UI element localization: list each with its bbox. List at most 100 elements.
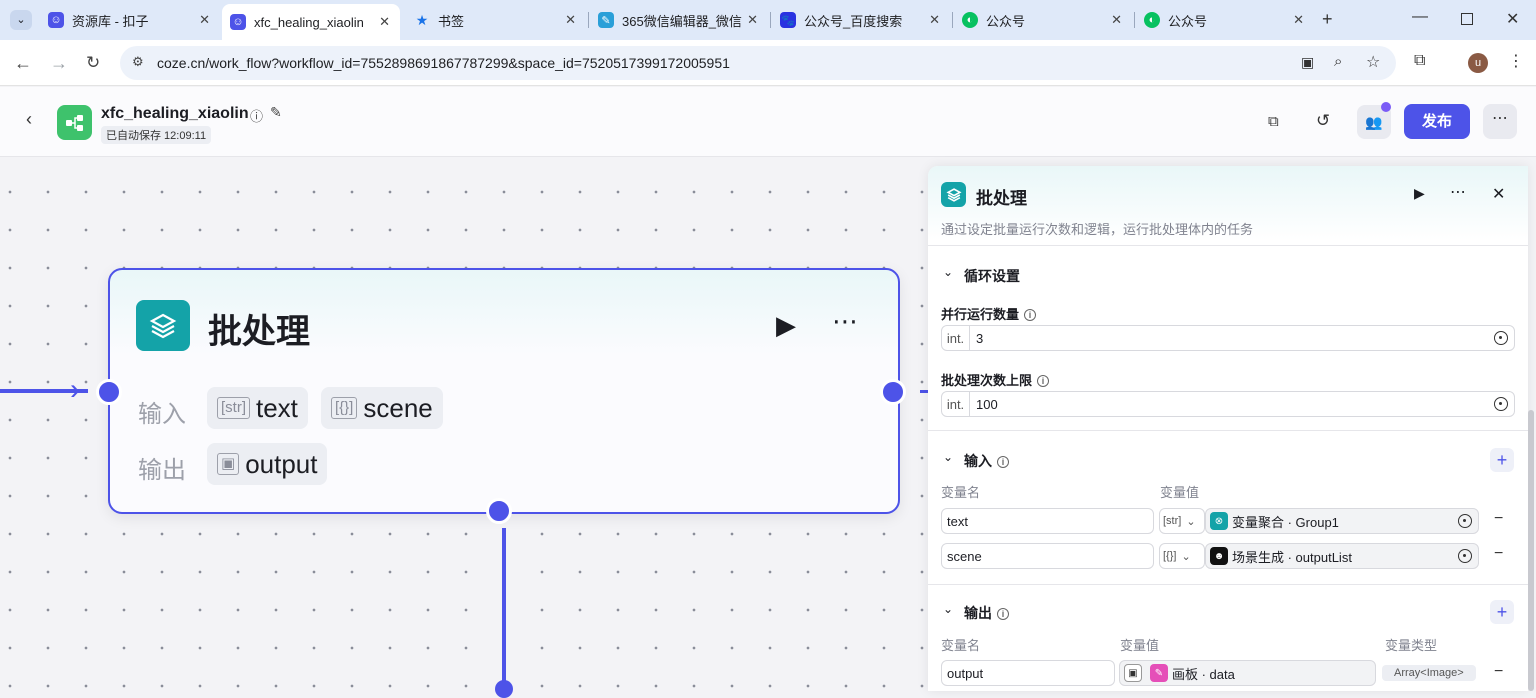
back-arrow-icon[interactable]: ← <box>14 53 32 73</box>
close-tab-icon[interactable]: ✕ <box>199 12 210 27</box>
extensions-puzzle-icon[interactable]: ⧉ <box>1414 52 1426 69</box>
node-more-icon[interactable]: ⋯ <box>832 306 860 336</box>
panel-scrollbar[interactable] <box>1528 410 1534 691</box>
input-name: text <box>256 392 298 423</box>
close-tab-icon[interactable]: ✕ <box>1111 12 1122 27</box>
tab-baidu-search[interactable]: 🐾 公众号_百度搜索 ✕ <box>772 6 950 34</box>
profile-avatar[interactable]: u <box>1468 53 1488 73</box>
info-icon[interactable]: i <box>997 608 1009 620</box>
tab-resource-library[interactable]: ☺ 资源库 - 扣子 ✕ <box>40 6 220 34</box>
input-name-value[interactable]: text <box>947 513 968 529</box>
output-source-value: 画板 · data <box>1172 666 1235 682</box>
close-tab-icon[interactable]: ✕ <box>747 12 758 27</box>
run-play-icon[interactable]: ▶ <box>1414 185 1425 201</box>
node-output-port[interactable] <box>880 379 906 405</box>
divider <box>928 245 1528 246</box>
tab-title: xfc_healing_xiaolin <box>254 14 364 30</box>
forward-arrow-icon[interactable]: → <box>50 53 68 73</box>
baidu-paw-icon: 🐾 <box>780 12 796 28</box>
variable-ref-icon[interactable] <box>1494 397 1508 411</box>
add-input-button[interactable]: + <box>1490 448 1514 472</box>
output-type-badge: Array<Image> <box>1382 665 1476 681</box>
batch-limit-value[interactable]: 100 <box>976 396 998 412</box>
site-info-tune-icon[interactable]: ⚙ <box>132 54 144 69</box>
maximize-window-icon[interactable] <box>1461 13 1473 25</box>
input-name-field-scene[interactable]: scene <box>941 543 1154 569</box>
info-icon[interactable]: i <box>1037 375 1050 387</box>
edit-pencil-icon[interactable]: ✎ <box>270 104 282 120</box>
copy-icon[interactable]: ⧉ <box>1268 113 1279 130</box>
tab-365-editor[interactable]: ✎ 365微信编辑器_微信 ✕ <box>590 6 768 34</box>
input-name-field-text[interactable]: text <box>941 508 1154 534</box>
scene-gen-icon: ☻ <box>1210 547 1228 565</box>
input-section-text: 输入 <box>964 453 992 469</box>
output-name-field[interactable]: output <box>941 660 1115 686</box>
info-icon[interactable]: i <box>997 456 1009 468</box>
variable-ref-icon[interactable] <box>1458 514 1472 528</box>
new-tab-plus-icon[interactable]: + <box>1322 9 1333 29</box>
layers-icon <box>941 182 966 207</box>
more-options-button[interactable]: ⋯ <box>1483 104 1517 139</box>
minimize-window-icon[interactable]: — <box>1412 8 1428 25</box>
tab-list-dropdown-icon[interactable]: ⌄ <box>10 10 32 30</box>
info-icon[interactable]: i <box>1024 309 1037 321</box>
url-text[interactable]: coze.cn/work_flow?workflow_id=7552898691… <box>157 55 730 71</box>
browser-menu-icon[interactable]: ⋮ <box>1508 53 1524 70</box>
input-source-chip-scene[interactable]: ☻ 场景生成 · outputList <box>1205 543 1479 569</box>
history-icon[interactable]: ↺ <box>1316 111 1331 130</box>
star-icon: ★ <box>415 11 429 28</box>
close-tab-icon[interactable]: ✕ <box>379 14 390 29</box>
parallel-count-input[interactable]: int. 3 <box>941 325 1515 351</box>
back-chevron-icon[interactable]: ‹ <box>26 109 32 129</box>
batch-limit-input[interactable]: int. 100 <box>941 391 1515 417</box>
collapse-chevron-icon[interactable]: ⌄ <box>943 602 954 616</box>
node-output-label: 输出 <box>138 457 186 484</box>
coze-favicon-icon: ☺ <box>48 12 64 28</box>
close-tab-icon[interactable]: ✕ <box>1293 12 1304 27</box>
close-tab-icon[interactable]: ✕ <box>929 12 940 27</box>
variable-ref-icon[interactable] <box>1494 331 1508 345</box>
output-source-chip[interactable]: ▣ ✎ 画板 · data <box>1119 660 1376 686</box>
tab-wechat-mp-1[interactable]: ◐ 公众号 ✕ <box>954 6 1132 34</box>
node-body-port[interactable] <box>486 498 512 524</box>
tab-wechat-mp-2[interactable]: ◐ 公众号 ✕ <box>1136 6 1314 34</box>
batch-node[interactable]: 批处理 ▶ ⋯ 输入 [str]text [{}]scene 输出 ▣outpu… <box>108 268 900 514</box>
remove-output-icon[interactable]: − <box>1494 663 1504 680</box>
add-output-button[interactable]: + <box>1490 600 1514 624</box>
input-source-chip-text[interactable]: ⊗ 变量聚合 · Group1 <box>1205 508 1479 534</box>
zoom-icon[interactable]: ⌕ <box>1334 53 1343 70</box>
tab-bookmarks[interactable]: ★ 书签 ✕ <box>406 6 586 34</box>
type-icon: [str] <box>1163 515 1182 527</box>
clipboard-icon[interactable]: ▣ <box>1301 54 1315 70</box>
output-name-value[interactable]: output <box>947 665 984 681</box>
publish-button[interactable]: 发布 <box>1404 104 1470 139</box>
tab-title: 365微信编辑器_微信 <box>622 13 742 29</box>
address-bar[interactable]: ⚙ coze.cn/work_flow?workflow_id=75528986… <box>120 46 1396 80</box>
batch-body-port[interactable] <box>495 680 513 698</box>
panel-more-icon[interactable]: ⋯ <box>1450 184 1466 201</box>
reload-icon[interactable]: ↻ <box>86 53 101 72</box>
diamond-badge-icon <box>1381 102 1391 112</box>
close-panel-icon[interactable]: ✕ <box>1492 186 1506 203</box>
info-icon[interactable]: ⓘ <box>250 109 264 124</box>
var-name-header: 变量名 <box>941 485 981 500</box>
variable-ref-icon[interactable] <box>1458 549 1472 563</box>
run-play-icon[interactable]: ▶ <box>776 310 796 340</box>
close-tab-icon[interactable]: ✕ <box>565 12 576 27</box>
close-window-icon[interactable]: ✕ <box>1506 11 1520 28</box>
browser-toolbar: ← → ↻ ⚙ coze.cn/work_flow?workflow_id=75… <box>0 40 1536 86</box>
int-type-prefix: int. <box>942 326 970 350</box>
tab-workflow[interactable]: ☺ xfc_healing_xiaolin ✕ <box>222 4 400 40</box>
input-name-value[interactable]: scene <box>947 548 982 564</box>
input-section-title: 输入 i <box>964 451 1009 471</box>
parallel-count-value[interactable]: 3 <box>976 330 984 346</box>
node-output-tag-output: ▣output <box>207 443 328 485</box>
remove-input-icon[interactable]: − <box>1494 510 1504 527</box>
bookmark-star-icon[interactable]: ☆ <box>1366 54 1381 71</box>
node-input-port[interactable] <box>96 379 122 405</box>
collapse-chevron-icon[interactable]: ⌄ <box>943 265 954 279</box>
input-type-select[interactable]: [{}]⌄ <box>1159 543 1205 569</box>
collapse-chevron-icon[interactable]: ⌄ <box>943 450 954 464</box>
remove-input-icon[interactable]: − <box>1494 545 1504 562</box>
input-type-select[interactable]: [str]⌄ <box>1159 508 1205 534</box>
